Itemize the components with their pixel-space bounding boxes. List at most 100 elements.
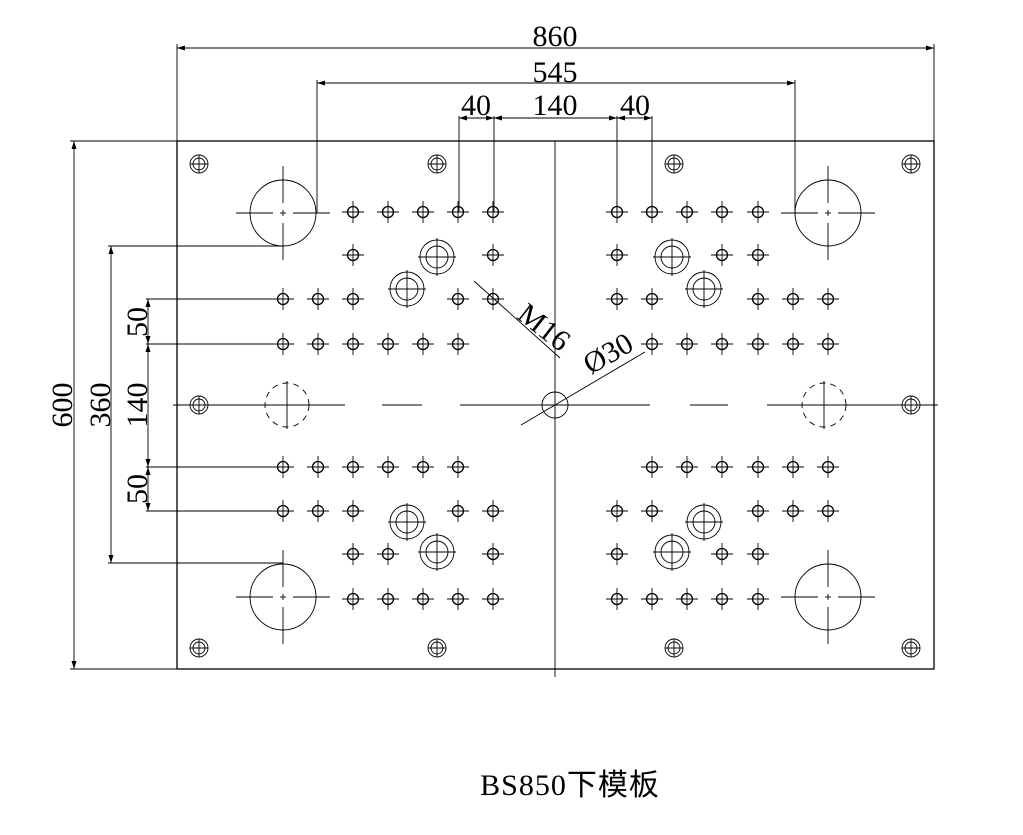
bolt-hole: [482, 500, 504, 522]
bolt-hole: [817, 500, 839, 522]
center-hole-leader-line: [520, 351, 646, 426]
bolt-hole: [676, 201, 698, 223]
dim-overall-width-label: 860: [533, 20, 578, 53]
bolt-hole: [606, 244, 628, 266]
tie-bar-hole: [236, 550, 330, 644]
bolt-hole: [482, 288, 504, 310]
bolt-hole: [447, 288, 469, 310]
bolt-hole: [482, 244, 504, 266]
bolt-hole: [747, 588, 769, 610]
dimension-arrowhead: [108, 555, 114, 563]
counterbore-hole: [418, 533, 456, 571]
bolt-hole: [412, 201, 434, 223]
bolt-hole: [782, 288, 804, 310]
bolt-hole: [747, 288, 769, 310]
bolt-hole: [377, 333, 399, 355]
bolt-hole: [747, 500, 769, 522]
bolt-hole: [447, 456, 469, 478]
bolt-hole: [482, 543, 504, 565]
bolt-hole: [641, 288, 663, 310]
counterbore-hole: [685, 270, 723, 308]
mounting-screw-hole: [427, 154, 447, 174]
dimension-arrowhead: [787, 80, 795, 86]
dimension-arrowhead: [317, 80, 325, 86]
bolt-hole: [482, 201, 504, 223]
bolt-hole: [377, 543, 399, 565]
dimension-arrowhead: [145, 299, 151, 307]
mounting-screw-hole: [901, 395, 921, 415]
dimension-arrowhead: [145, 467, 151, 475]
dimension-arrowhead: [494, 115, 502, 121]
bolt-hole: [377, 588, 399, 610]
holes-layer: [189, 154, 921, 658]
bolt-hole: [307, 500, 329, 522]
bolt-hole: [377, 201, 399, 223]
bolt-hole: [676, 588, 698, 610]
bolt-hole: [817, 456, 839, 478]
bolt-hole: [782, 333, 804, 355]
bolt-hole: [412, 456, 434, 478]
bolt-hole: [342, 288, 364, 310]
bolt-hole: [342, 500, 364, 522]
dimension-arrowhead: [177, 45, 185, 51]
bolt-hole: [482, 588, 504, 610]
dimension-arrowhead: [609, 115, 617, 121]
bolt-hole: [747, 333, 769, 355]
drawing-title: BS850下模板: [480, 769, 660, 802]
bolt-hole: [711, 201, 733, 223]
dim-overall-height-label: 600: [46, 383, 79, 428]
bolt-hole: [711, 588, 733, 610]
bolt-hole: [817, 333, 839, 355]
bolt-hole: [342, 543, 364, 565]
bolt-hole: [342, 333, 364, 355]
bolt-hole: [342, 244, 364, 266]
mounting-screw-hole: [664, 154, 684, 174]
bolt-hole: [377, 456, 399, 478]
bolt-hole: [747, 244, 769, 266]
bolt-hole: [342, 456, 364, 478]
dimension-arrowhead: [145, 503, 151, 511]
dim-tie-bar-height-label: 360: [84, 383, 117, 428]
bolt-hole: [747, 456, 769, 478]
dim-hole-pitch-top-label: 50: [121, 307, 154, 337]
hidden-ejector-hole: [264, 381, 310, 429]
dimension-arrowhead: [145, 459, 151, 467]
dim-tie-bar-width-label: 545: [533, 56, 578, 89]
plate-layer: [173, 140, 938, 677]
center-hole: [541, 391, 569, 419]
bolt-hole: [447, 201, 469, 223]
dimension-arrowhead: [486, 115, 494, 121]
dimension-arrowhead: [644, 115, 652, 121]
bolt-hole: [447, 500, 469, 522]
counterbore-hole: [388, 503, 426, 541]
dimension-arrowhead: [617, 115, 625, 121]
mounting-screw-hole: [901, 154, 921, 174]
bolt-hole: [412, 333, 434, 355]
hidden-ejector-hole: [801, 381, 847, 429]
mounting-screw-hole: [189, 154, 209, 174]
bolt-hole: [447, 333, 469, 355]
dimension-arrowhead: [108, 246, 114, 254]
bolt-hole: [641, 456, 663, 478]
tie-bar-hole: [781, 550, 875, 644]
mounting-screw-hole: [189, 395, 209, 415]
dim-hole-pitch-bottom-label: 50: [121, 474, 154, 504]
bolt-hole: [606, 588, 628, 610]
dimension-arrowhead: [459, 115, 467, 121]
mounting-screw-hole: [427, 638, 447, 658]
center-hole-callout-label: Ø30: [578, 327, 639, 381]
bolt-hole: [711, 244, 733, 266]
bolt-hole: [641, 500, 663, 522]
bolt-hole: [747, 543, 769, 565]
counterbore-hole: [388, 270, 426, 308]
counterbore-hole: [685, 503, 723, 541]
bolt-hole: [676, 333, 698, 355]
bolt-hole: [447, 588, 469, 610]
thread-callout-label: M16: [511, 297, 576, 358]
bolt-hole: [641, 333, 663, 355]
mounting-screw-hole: [189, 638, 209, 658]
dimension-arrowhead: [71, 661, 77, 669]
bolt-hole: [412, 588, 434, 610]
dimension-arrowhead: [926, 45, 934, 51]
counterbore-hole: [653, 238, 691, 276]
